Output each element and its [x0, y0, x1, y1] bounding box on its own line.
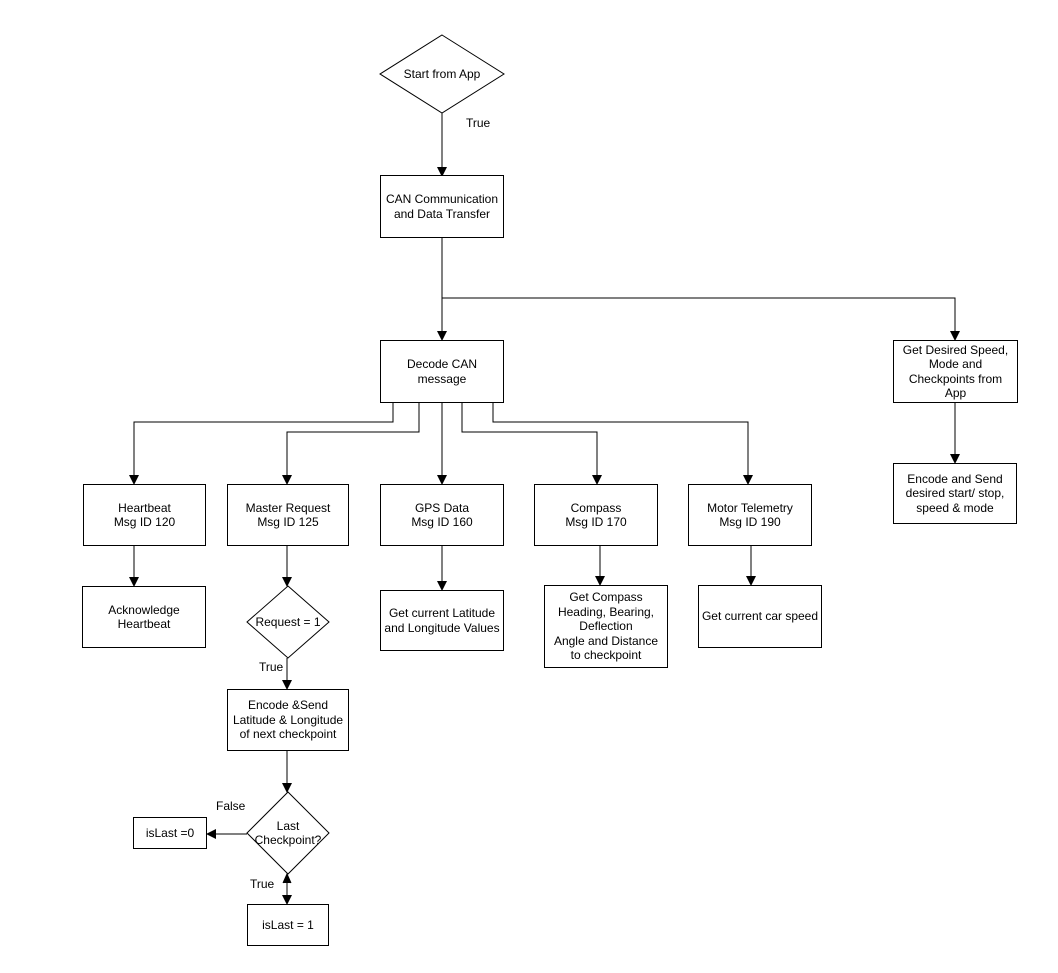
encode-latlong-box: Encode &Send Latitude & Longitude of nex…: [227, 689, 349, 751]
can-communication-box: CAN Communication and Data Transfer: [380, 175, 504, 238]
master-request-box: Master Request Msg ID 125: [227, 484, 349, 546]
last-checkpoint-label: Last Checkpoint?: [254, 819, 322, 847]
edge-last-to-islast1-back-arrow: [282, 872, 292, 884]
islast-0-box: isLast =0: [133, 817, 207, 849]
request-true-label: True: [259, 660, 284, 674]
start-label: Start from App: [403, 67, 481, 81]
request-label: Request = 1: [255, 615, 321, 629]
edge-decode-to-motor: [492, 403, 753, 485]
gps-data-box: GPS Data Msg ID 160: [380, 484, 504, 546]
last-checkpoint-diamond: [246, 791, 330, 875]
compass-box: Compass Msg ID 170: [534, 484, 658, 546]
start-diamond: [379, 34, 505, 114]
car-speed-box: Get current car speed: [698, 585, 822, 648]
last-true-label: True: [250, 877, 275, 891]
edge-decode-to-master: [282, 403, 420, 485]
last-false-label: False: [216, 799, 246, 813]
get-desired-speed-box: Get Desired Speed, Mode and Checkpoints …: [893, 340, 1018, 403]
motor-telemetry-box: Motor Telemetry Msg ID 190: [688, 484, 812, 546]
request-diamond: [246, 585, 330, 659]
edge-decode-to-compass: [461, 403, 602, 485]
gps-values-box: Get current Latitude and Longitude Value…: [380, 590, 504, 651]
encode-send-mode-box: Encode and Send desired start/ stop, spe…: [893, 463, 1017, 524]
start-true-label: True: [466, 116, 491, 130]
edge-can-to-get-desired: [442, 297, 960, 341]
heartbeat-box: Heartbeat Msg ID 120: [83, 484, 206, 546]
acknowledge-heartbeat-box: Acknowledge Heartbeat: [82, 586, 206, 648]
compass-values-box: Get Compass Heading, Bearing, Deflection…: [544, 585, 668, 668]
islast-1-box: isLast = 1: [247, 904, 329, 946]
decode-can-box: Decode CAN message: [380, 340, 504, 403]
edge-decode-to-heartbeat: [129, 403, 394, 485]
